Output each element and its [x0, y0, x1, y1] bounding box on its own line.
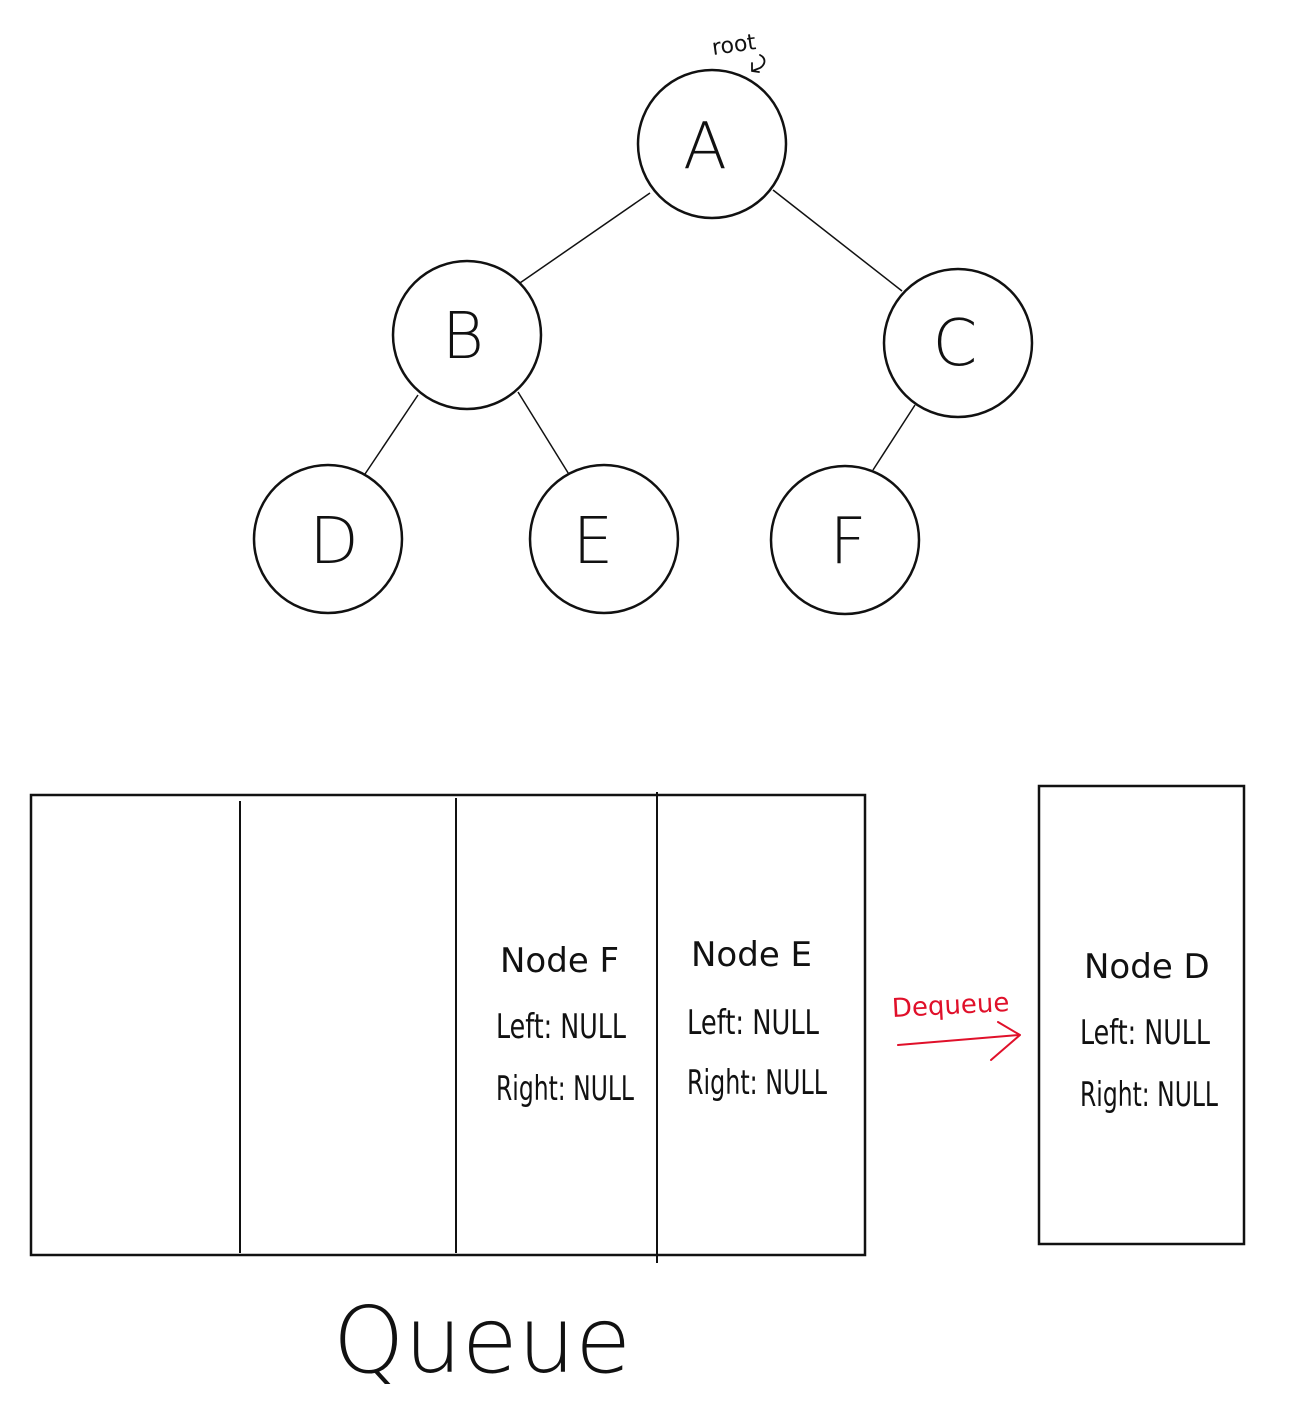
node-e-label: E	[573, 505, 613, 579]
node-d-circle	[252, 463, 404, 615]
node-a-circle	[636, 68, 788, 220]
root-label: root	[710, 30, 758, 61]
tree-node-f: F	[769, 464, 921, 616]
dequeued-node: Node D Left: NULL Right: NULL	[1037, 784, 1246, 1246]
node-f-label: F	[830, 505, 867, 579]
dequeue-label: Dequeue	[891, 988, 1010, 1024]
tree-node-b: B	[391, 259, 543, 411]
node-c-label: C	[933, 307, 978, 381]
queue-slot-node-e: Node E Left: NULL Right: NULL	[687, 935, 827, 1103]
root-arrow-icon	[751, 54, 766, 73]
node-e-circle	[528, 463, 680, 615]
root-pointer: root	[710, 30, 766, 73]
dequeue-arrow-icon	[897, 1021, 1021, 1061]
queue: Node F Left: NULL Right: NULL Node E Lef…	[29, 792, 867, 1263]
queue-slot-node-f-right: Right: NULL	[496, 1069, 634, 1109]
node-b-label: B	[442, 300, 484, 374]
queue-box	[29, 793, 867, 1257]
tree-edges	[364, 189, 916, 477]
dequeued-node-name: Node D	[1084, 947, 1210, 987]
queue-slot-node-f-left: Left: NULL	[496, 1007, 626, 1047]
dequeued-node-left: Left: NULL	[1080, 1013, 1210, 1053]
edge-a-c	[772, 189, 903, 292]
node-c-circle	[882, 267, 1034, 419]
dequeued-node-box	[1037, 784, 1246, 1246]
queue-title: Queue	[333, 1287, 631, 1394]
dequeue-arrow: Dequeue	[891, 988, 1021, 1061]
tree-node-c: C	[882, 267, 1034, 419]
node-a-label: A	[683, 110, 727, 184]
edge-b-d	[364, 394, 419, 475]
tree-node-d: D	[252, 463, 404, 615]
tree-node-a: A	[636, 68, 788, 220]
queue-slot-node-e-left: Left: NULL	[687, 1003, 819, 1043]
edge-b-e	[517, 391, 571, 477]
node-d-label: D	[309, 505, 358, 579]
queue-slot-node-f: Node F Left: NULL Right: NULL	[496, 941, 634, 1109]
edge-c-f	[872, 404, 916, 471]
queue-slot-node-e-right: Right: NULL	[687, 1063, 827, 1103]
dequeued-node-right: Right: NULL	[1080, 1075, 1218, 1115]
node-b-circle	[391, 259, 543, 411]
queue-slot-node-e-name: Node E	[691, 935, 812, 975]
tree-node-e: E	[528, 463, 680, 615]
node-f-circle	[769, 464, 921, 616]
queue-slot-node-f-name: Node F	[500, 941, 619, 981]
edge-a-b	[516, 192, 651, 286]
